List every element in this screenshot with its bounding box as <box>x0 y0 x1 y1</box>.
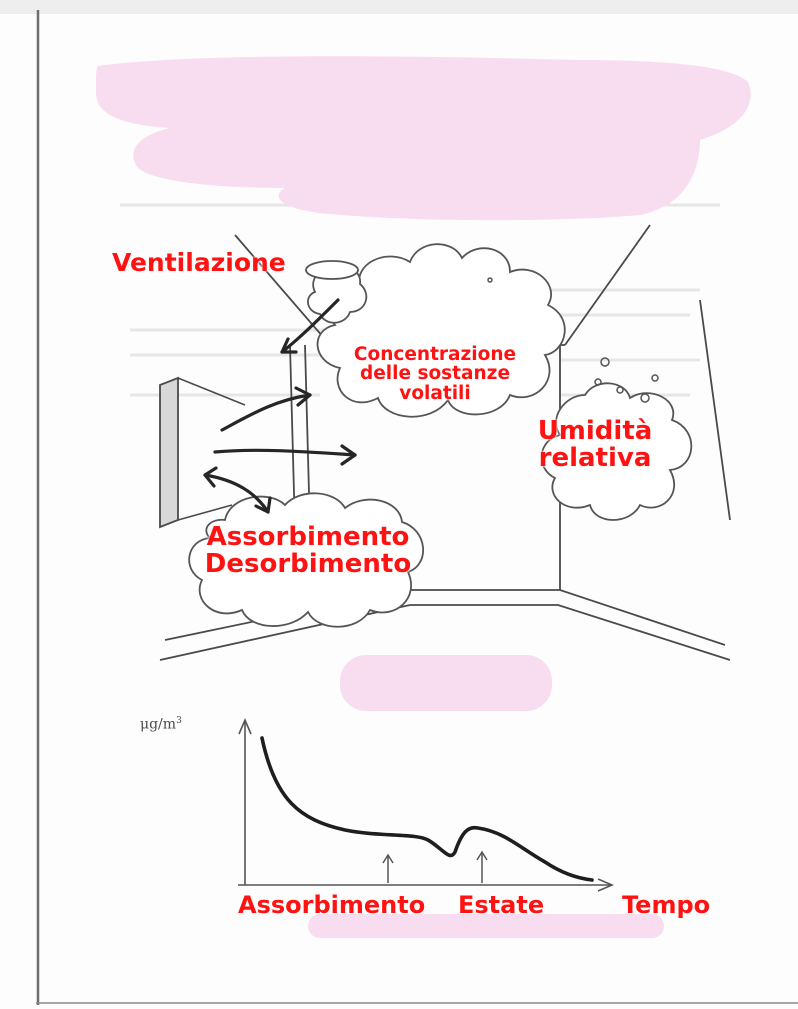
x-label-assorbimento: Assorbimento <box>238 893 425 918</box>
ventilation-ring <box>306 261 358 279</box>
x-label-estate: Estate <box>458 893 544 918</box>
label-concentrazione-line1: Concentrazione <box>330 345 540 364</box>
label-concentrazione: Concentrazione delle sostanze volatili <box>330 345 540 403</box>
label-umidita-line1: Umidità <box>510 418 680 445</box>
top-scan-border <box>0 0 798 14</box>
redaction-middle <box>340 655 552 711</box>
y-axis-unit-label: μg/m3 <box>140 716 182 733</box>
y-axis-unit: μg/m <box>140 717 176 733</box>
label-umidita-line2: relativa <box>510 445 680 472</box>
label-ventilazione: Ventilazione <box>112 250 286 276</box>
label-concentrazione-line3: volatili <box>330 384 540 403</box>
y-axis-unit-exponent: 3 <box>176 716 182 726</box>
label-concentrazione-line2: delle sostanze <box>330 364 540 383</box>
x-label-tempo: Tempo <box>622 893 710 918</box>
label-umidita: Umidità relativa <box>510 418 680 473</box>
label-assorbimento: Assorbimento Desorbimento <box>188 524 428 579</box>
label-assorbimento-line2: Desorbimento <box>188 551 428 578</box>
label-assorbimento-line1: Assorbimento <box>188 524 428 551</box>
